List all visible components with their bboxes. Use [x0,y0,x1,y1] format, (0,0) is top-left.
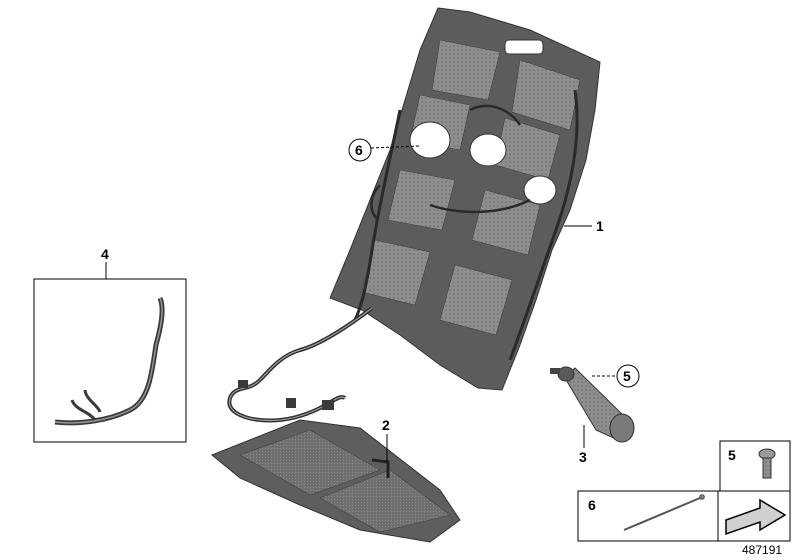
legend-5-label: 5 [728,447,736,463]
seat-back-frame [329,7,601,391]
callout-5-label: 5 [623,368,631,384]
callout-4: 4 [101,246,109,279]
seat-cable-harness [227,306,374,423]
legend-box-5: 5 [719,440,791,492]
part4-box [33,278,187,443]
cable-tie-icon [623,494,705,531]
callout-1-label: 1 [596,218,604,234]
arrow-icon [725,498,787,536]
callout-1: 1 [564,218,604,234]
callout-4-label: 4 [101,246,109,262]
callout-2-label: 2 [382,417,390,433]
callout-6: 6 [348,138,421,162]
screw-icon [758,448,776,479]
seat-cushion-mat [211,419,461,543]
callout-3-label: 3 [579,449,587,465]
actuator-motor [550,366,635,443]
legend-box-6: 6 [577,490,791,542]
reference-number: 487191 [742,543,782,557]
callout-3: 3 [579,425,587,465]
callout-2: 2 [382,417,390,462]
callout-6-label: 6 [355,142,363,158]
legend-6-label: 6 [588,497,596,513]
callout-5: 5 [592,364,640,388]
